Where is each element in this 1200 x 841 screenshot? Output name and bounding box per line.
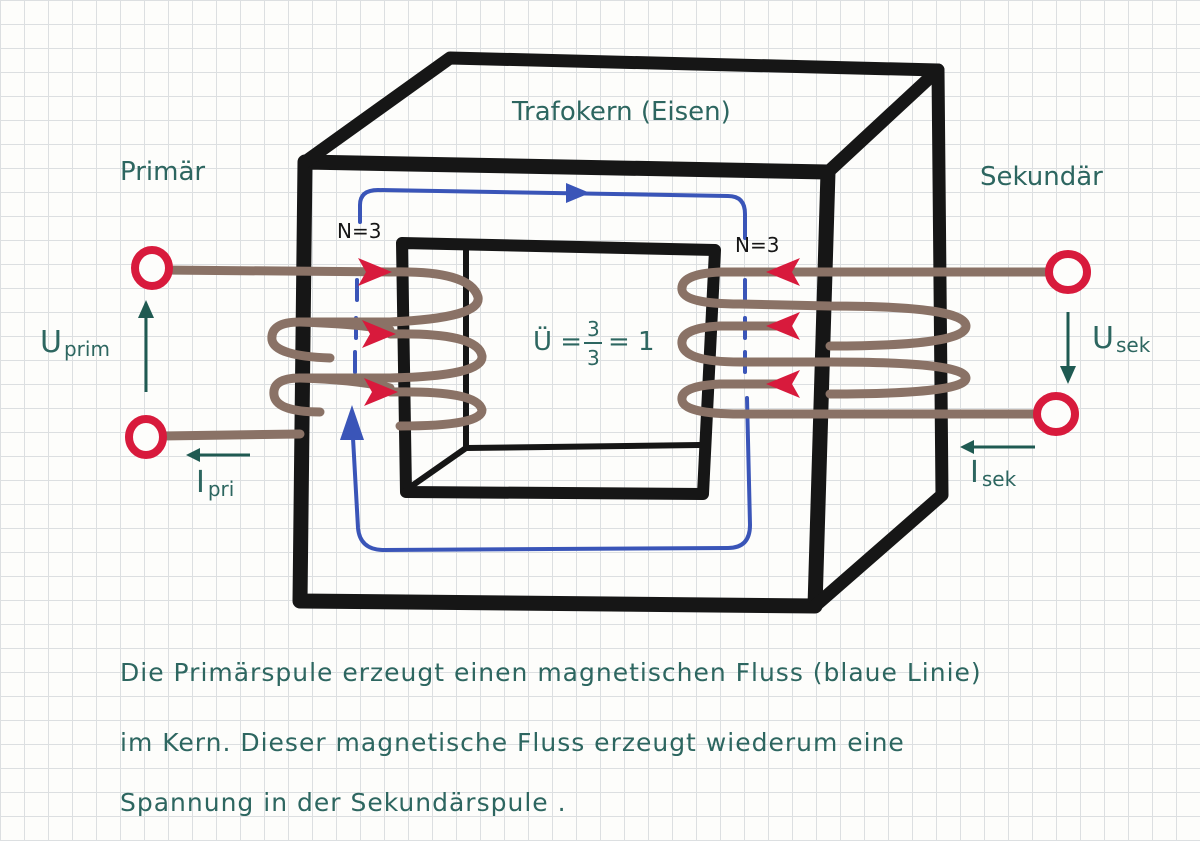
primary-label: Primär (120, 157, 205, 187)
primary-lead-top (157, 265, 395, 277)
transformer-core (292, 51, 949, 614)
ratio-prefix: Ü = (533, 325, 582, 357)
primary-coil (157, 265, 487, 441)
primary-turns: N=3 (337, 219, 381, 243)
turns-ratio: Ü = 3 3 = 1 (533, 317, 655, 370)
ratio-numerator: 3 (587, 317, 600, 341)
flux-arrow-top (566, 183, 590, 203)
secondary-turn-marker-3 (766, 370, 800, 398)
core-top-face (298, 51, 945, 179)
ratio-result: = 1 (608, 327, 655, 357)
secondary-terminal-top (1045, 250, 1091, 294)
secondary-label: Sekundär (980, 162, 1103, 192)
primary-turn-marker-3 (364, 378, 398, 406)
primary-turn-marker-1 (358, 258, 392, 286)
terminals (125, 246, 1091, 459)
caption-line-3: Spannung in der Sekundärspule . (120, 788, 567, 817)
core-window-depth (463, 247, 703, 451)
secondary-coil (677, 267, 1060, 419)
primary-turn-marker-2 (362, 320, 396, 348)
core-title: Trafokern (Eisen) (511, 97, 731, 127)
turn-markers (358, 258, 800, 406)
secondary-turn-marker-1 (766, 258, 800, 286)
primary-lead-bottom (157, 429, 305, 441)
caption-line-2: im Kern. Dieser magnetische Fluss erzeug… (120, 728, 905, 757)
secondary-turn-marker-2 (766, 312, 800, 340)
flux-arrow-left (340, 405, 364, 440)
secondary-turns: N=3 (735, 233, 779, 257)
quantity-arrows (138, 300, 1076, 462)
core-right-face (808, 63, 949, 613)
primary-terminal-top (131, 246, 173, 290)
secondary-terminal-bottom (1033, 392, 1079, 436)
caption-line-1: Die Primärspule erzeugt einen magnetisch… (120, 658, 982, 687)
primary-terminal-bottom (125, 415, 167, 459)
ratio-denominator: 3 (587, 346, 600, 370)
core-window-depth-corner (403, 445, 469, 493)
core-window (396, 237, 721, 500)
